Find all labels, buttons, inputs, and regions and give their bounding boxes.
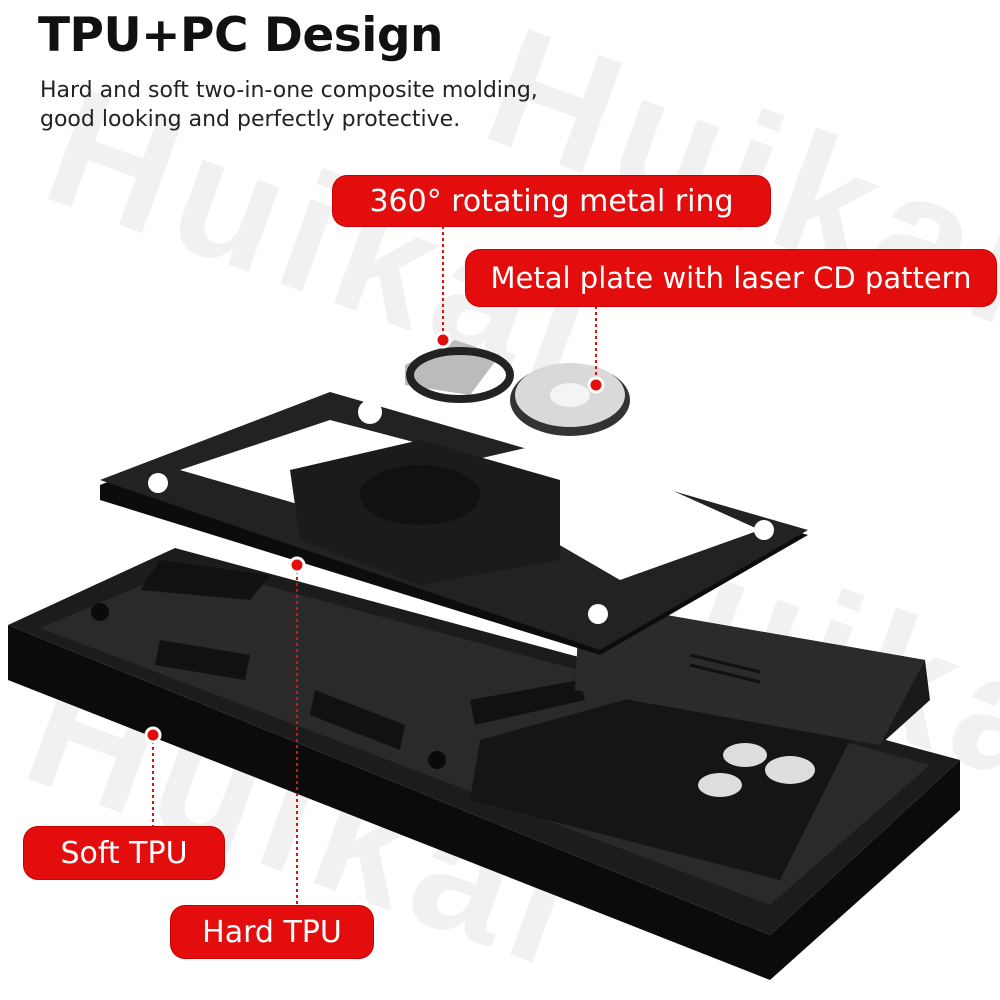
subtitle: Hard and soft two-in-one composite moldi… [40, 76, 538, 134]
callout-hard-tpu: Hard TPU [171, 906, 373, 958]
callout-soft-tpu: Soft TPU [24, 827, 224, 879]
page-title: TPU+PC Design [38, 8, 443, 63]
callout-ring: 360° rotating metal ring [333, 176, 770, 226]
camera-slider [575, 600, 930, 745]
callout-metal-plate: Metal plate with laser CD pattern [466, 250, 996, 306]
phone-case-body [8, 548, 960, 980]
callout-leaders [152, 226, 597, 906]
subtitle-line: Hard and soft two-in-one composite moldi… [40, 78, 538, 103]
metal-plate [100, 392, 808, 655]
callout-dots [144, 331, 605, 744]
subtitle-line: good looking and perfectly protective. [40, 107, 461, 132]
